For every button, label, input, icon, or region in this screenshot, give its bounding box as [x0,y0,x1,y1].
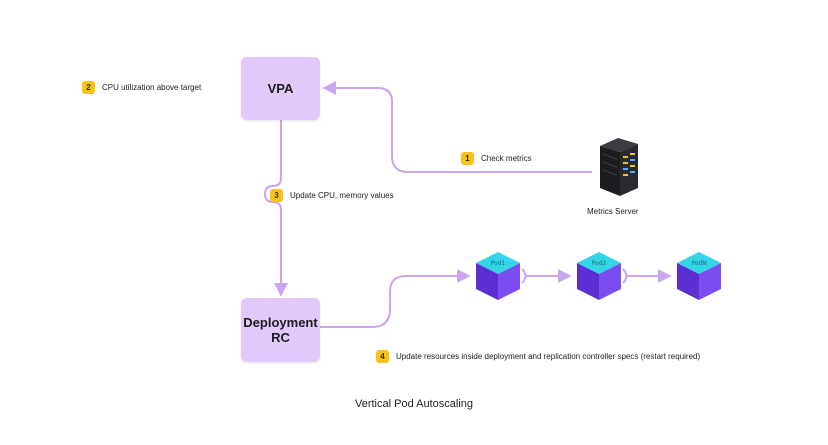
deployment-label: Deployment [243,315,318,330]
deploy-to-pod-connector [320,269,471,328]
pod1-cube-icon: Pod1 [476,252,520,300]
step-2-badge: 2 [82,81,95,94]
metrics-server-label: Metrics Server [587,207,639,216]
step-3-badge: 3 [270,189,283,202]
diagram-title: Vertical Pod Autoscaling [354,398,474,410]
pod1-label: Pod1 [491,260,506,267]
check-metrics-connector [322,81,592,173]
vpa-label: VPA [267,81,294,96]
step-2-label: CPU utilization above target [102,83,202,92]
pod2-cube-icon: Pod2 [577,252,621,300]
vpa-node: VPA [241,57,320,120]
deployment-rc-node: Deployment RC [241,298,320,362]
rc-label: RC [271,330,290,345]
podn-cube-icon: PodN [677,252,721,300]
step-4-label: Update resources inside deployment and r… [396,352,701,361]
podn-label: PodN [691,260,706,267]
step-3-label: Update CPU, memory values [290,191,394,200]
server-icon [600,138,638,196]
update-values-connector [263,120,288,297]
pod2-label: Pod2 [592,260,607,267]
pod2-to-podn-connector [622,269,669,283]
step-4-badge: 4 [376,350,389,363]
step-1-badge: 1 [461,152,474,165]
pod1-to-pod2-connector [521,269,569,283]
step-1-label: Check metrics [481,154,532,163]
